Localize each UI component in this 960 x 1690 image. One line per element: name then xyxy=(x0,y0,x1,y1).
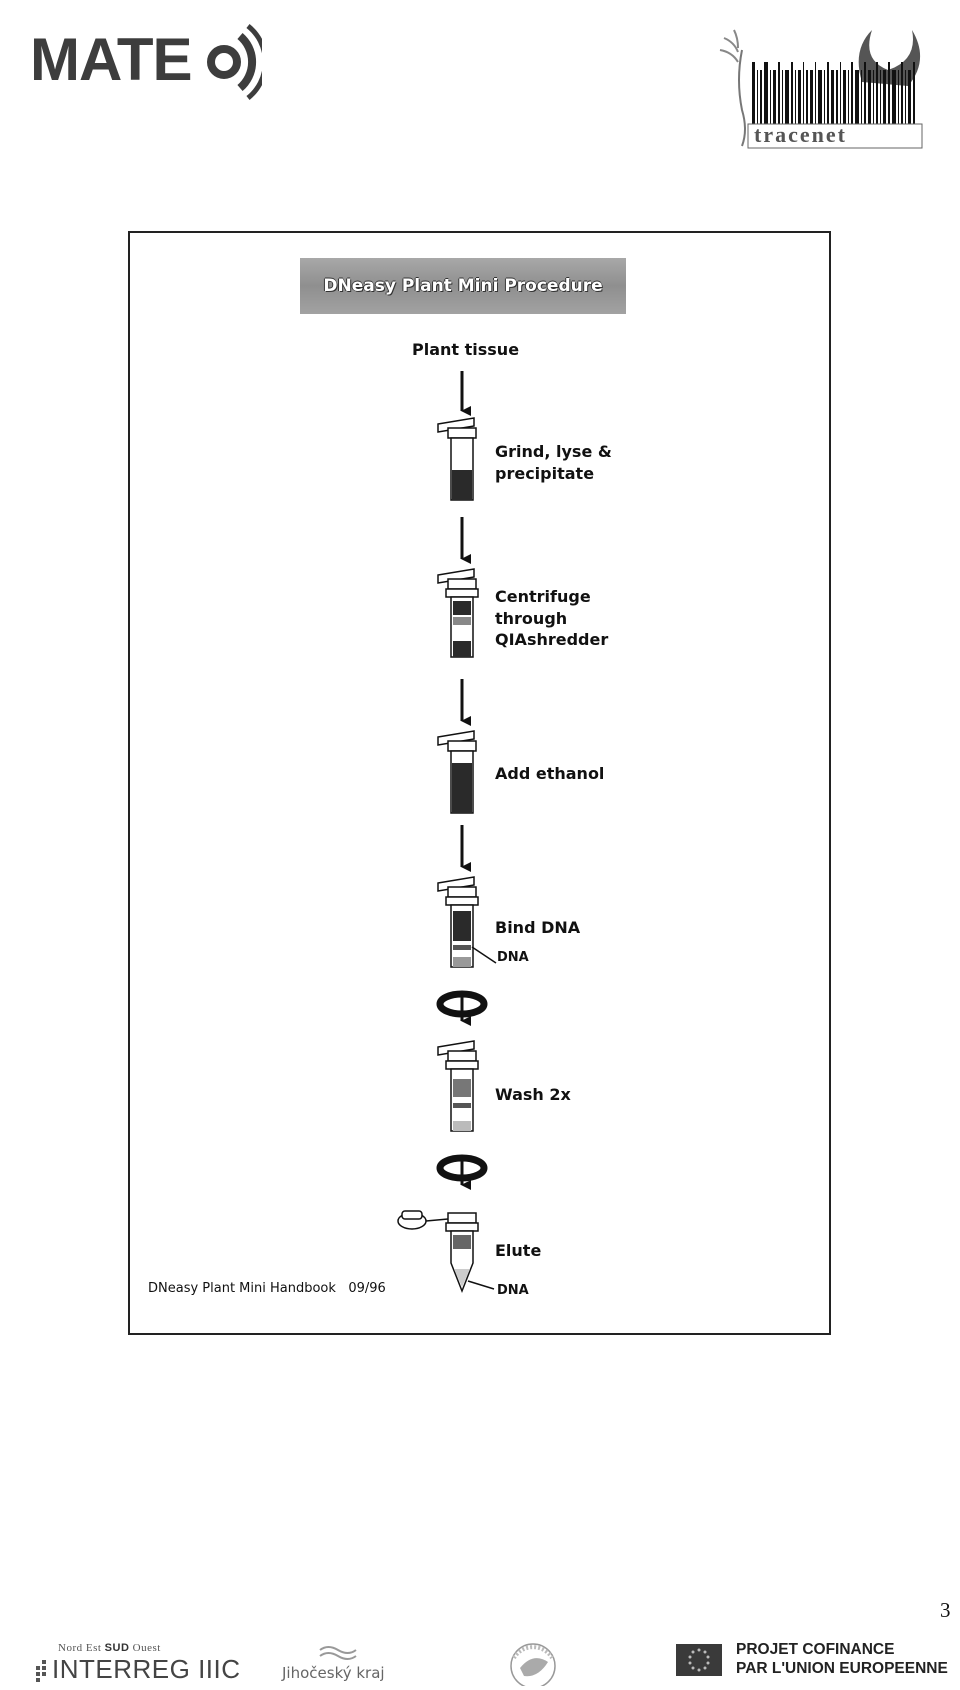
ministry-seal-icon xyxy=(510,1643,556,1689)
barcode-bar xyxy=(840,62,841,124)
step-2-label: Centrifuge through QIAshredder xyxy=(495,586,608,651)
tracenet-barcode-icon xyxy=(719,29,923,149)
step-1-label: Grind, lyse & precipitate xyxy=(495,441,612,484)
region-wave-icon xyxy=(319,1646,357,1660)
barcode-bar xyxy=(782,70,783,124)
barcode-bar xyxy=(778,62,780,124)
barcode-bar xyxy=(908,70,911,124)
eu-cofinance-line-1: PROJET COFINANCE xyxy=(736,1641,895,1658)
barcode-bar xyxy=(785,70,789,124)
barcode-bar xyxy=(803,62,804,124)
barcode-bar xyxy=(892,70,896,124)
step-4-label: Bind DNA xyxy=(495,917,580,939)
barcode-bar xyxy=(791,62,793,124)
ministry-seal xyxy=(498,1638,568,1689)
barcode-bar xyxy=(880,70,881,124)
barcode-bar xyxy=(873,70,874,124)
interreg-logo: Nord Est SUD Ouest INTERREG IIIC xyxy=(36,1642,266,1684)
eu-cofinance-text: PROJET COFINANCE PAR L'UNION EUROPEENNE xyxy=(736,1640,948,1679)
step-5-line-1: Wash 2x xyxy=(495,1085,571,1104)
step-6-label: Elute xyxy=(495,1240,541,1262)
barcode-bar xyxy=(773,70,776,124)
step-1-line-1: Grind, lyse & xyxy=(495,442,612,461)
figure-frame xyxy=(128,231,831,1335)
tube-lyse-icon xyxy=(437,417,477,501)
interreg-title: INTERREG IIIC xyxy=(52,1654,241,1684)
barcode-bar xyxy=(848,70,849,124)
barcode-bar xyxy=(905,70,906,124)
mateo-logo: MATE xyxy=(30,20,262,104)
barcode-bar xyxy=(864,62,866,124)
barcode-bar xyxy=(827,62,829,124)
start-label: Plant tissue xyxy=(412,340,520,359)
barcode-bar xyxy=(913,62,915,124)
step-5-label: Wash 2x xyxy=(495,1084,571,1106)
tube-ethanol-icon xyxy=(437,730,477,814)
barcode-bar xyxy=(901,62,903,124)
eu-flag-icon xyxy=(676,1644,722,1676)
barcode-bar xyxy=(836,70,838,124)
barcode-bar xyxy=(861,70,862,124)
barcode-bar xyxy=(855,70,859,124)
step-3-label: Add ethanol xyxy=(495,763,604,785)
mateo-o-icon xyxy=(207,24,262,100)
tracenet-logo: tracenet xyxy=(712,20,926,150)
step-6-dna-annotation: DNA xyxy=(497,1283,529,1298)
tube-wash-icon xyxy=(437,1040,479,1132)
page-number: 3 xyxy=(940,1598,951,1622)
eu-cofinance-line-2: PAR L'UNION EUROPEENNE xyxy=(736,1660,948,1678)
interreg-tagline-part-3: Ouest xyxy=(129,1642,161,1654)
barcode-bar xyxy=(810,70,813,124)
interreg-tagline: Nord Est SUD Ouest xyxy=(58,1642,161,1654)
step-4-dna-annotation: DNA xyxy=(497,950,529,965)
step-3-line-1: Add ethanol xyxy=(495,764,605,783)
step-2-line-3: QIAshredder xyxy=(495,630,609,650)
barcode-bar xyxy=(824,70,825,124)
barcode-bar xyxy=(831,70,834,124)
step-6-line-1: Elute xyxy=(495,1241,542,1260)
tube-shredder-icon xyxy=(437,568,479,658)
step-2-line-2: through xyxy=(495,608,568,628)
tube-bind-icon xyxy=(437,876,497,968)
step-4-line-1: Bind DNA xyxy=(495,918,581,937)
procedure-title: DNeasy Plant Mini Procedure xyxy=(300,258,626,314)
tracenet-logo-text: tracenet xyxy=(754,122,847,147)
barcode-bar xyxy=(888,62,890,124)
barcode-bar xyxy=(764,62,768,124)
step-2-line-1: Centrifuge xyxy=(495,587,591,606)
barcode-bar xyxy=(760,70,762,124)
jihocesky-logo: Jihočeský kraj xyxy=(282,1642,392,1684)
barcode-bar xyxy=(798,70,801,124)
region-name: Jihočeský kraj xyxy=(282,1664,385,1682)
interreg-tagline-part-2: SUD xyxy=(104,1642,130,1654)
barcode-bar xyxy=(752,62,755,124)
tube-elute-icon xyxy=(397,1210,495,1294)
barcode-bar xyxy=(806,70,808,124)
spin-arrow-icon xyxy=(436,990,488,1026)
barcode-bar xyxy=(843,70,846,124)
barcode-bar xyxy=(868,70,871,124)
barcode-bar xyxy=(795,70,796,124)
eu-cofinance-logo: PROJET COFINANCE PAR L'UNION EUROPEENNE xyxy=(676,1636,948,1686)
barcode-bar xyxy=(815,62,816,124)
barcode-bar xyxy=(851,62,853,124)
interreg-tagline-part-1: Nord Est xyxy=(58,1642,105,1654)
barcode-bar xyxy=(898,70,899,124)
interreg-dots-icon xyxy=(36,1660,46,1682)
procedure-diagram xyxy=(397,371,497,1294)
mateo-logo-text: MATE xyxy=(30,26,193,93)
spin-arrow-icon xyxy=(436,1154,488,1190)
step-1-line-2: precipitate xyxy=(495,463,595,483)
barcode-bar xyxy=(883,70,886,124)
handbook-reference: DNeasy Plant Mini Handbook 09/96 xyxy=(148,1281,386,1296)
barcode-bar xyxy=(757,70,758,124)
barcode-bar xyxy=(876,62,878,124)
barcode-bar xyxy=(770,70,771,124)
barcode-bar xyxy=(818,70,822,124)
